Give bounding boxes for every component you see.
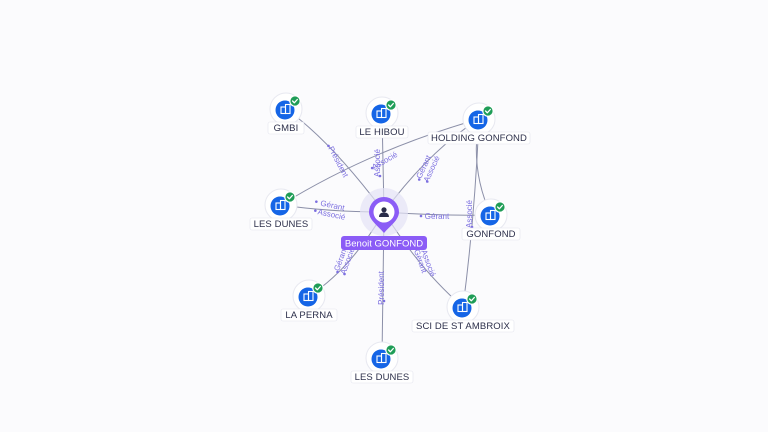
company-building-icon (275, 199, 286, 211)
edge-arrow-marker (470, 225, 474, 229)
company-name-label: LES DUNES (254, 219, 309, 230)
company-node-les-dunes-bottom[interactable]: LES DUNES (350, 341, 414, 384)
edge-arrow-marker (314, 209, 317, 212)
person-name-badge (341, 236, 427, 250)
edge-arrow-marker (336, 270, 339, 274)
edge-role-label: Président (377, 270, 386, 305)
company-name-label: GONFOND (466, 229, 515, 240)
company-label-bg (350, 370, 414, 384)
edge-holding-gonfond-les-dunes-left (280, 118, 480, 206)
edge-arrow-marker (378, 174, 382, 178)
edge-arrow-marker (327, 144, 330, 148)
edge-arrow-marker (419, 214, 423, 218)
company-building-icon (303, 290, 314, 302)
company-building-icon (473, 113, 484, 125)
company-building-icon (376, 107, 387, 119)
verified-check-icon (482, 105, 494, 117)
company-node-gmbi[interactable]: GMBI (267, 92, 305, 135)
edge-arrow-marker (343, 272, 346, 276)
company-name-label: LE HIBOU (359, 127, 404, 138)
nodes-layer: GMBI LE HIBOU HOLDING GONFOND LES DUNES GONF… (249, 92, 531, 384)
edge-arrow-marker (425, 180, 429, 183)
verified-check-icon (312, 282, 324, 294)
verified-check-icon (289, 95, 301, 107)
company-building-icon (457, 301, 468, 313)
edge-role-label: Gérant (425, 212, 450, 221)
edge-arrow-marker (417, 178, 421, 181)
person-icon (379, 207, 389, 217)
company-name-label: LA PERNA (285, 310, 333, 321)
verified-check-icon (494, 201, 506, 213)
company-building-icon (280, 103, 291, 115)
company-name-label: GMBI (274, 123, 299, 134)
edge-arrow-marker (315, 200, 318, 203)
verified-check-icon (466, 293, 478, 305)
company-node-sci-st-ambroix[interactable]: SCI DE ST AMBROIX (411, 290, 515, 333)
edge-role-label: Président (326, 145, 350, 180)
verified-check-icon (385, 344, 397, 356)
company-label-bg (249, 217, 313, 231)
company-label-bg (461, 227, 521, 241)
company-label-bg (280, 308, 338, 322)
company-label-bg (267, 121, 305, 135)
edge-role-label: Associé (465, 199, 474, 228)
center-person-node[interactable]: Benoit GONFOND (341, 188, 427, 250)
edge-arrow-marker (370, 166, 374, 170)
company-label-bg (355, 125, 409, 139)
company-node-gonfond[interactable]: GONFOND (461, 198, 521, 241)
verified-check-icon (385, 99, 397, 111)
company-name-label: SCI DE ST AMBROIX (416, 321, 510, 332)
company-name-label: HOLDING GONFOND (431, 133, 527, 144)
verified-check-icon (284, 191, 296, 203)
edge-arrow-marker (382, 299, 386, 303)
company-node-la-perna[interactable]: LA PERNA (280, 279, 338, 322)
company-name-label: LES DUNES (355, 372, 410, 383)
company-node-le-hibou[interactable]: LE HIBOU (355, 96, 409, 139)
company-label-bg (427, 131, 531, 145)
company-label-bg (411, 319, 515, 333)
company-building-icon (376, 352, 387, 364)
person-name-label: Benoit GONFOND (345, 239, 423, 250)
company-node-les-dunes-left[interactable]: LES DUNES (249, 188, 313, 231)
company-building-icon (485, 209, 496, 221)
company-node-holding-gonfond[interactable]: HOLDING GONFOND (427, 102, 531, 145)
edge-role-label: Associé (373, 148, 382, 177)
